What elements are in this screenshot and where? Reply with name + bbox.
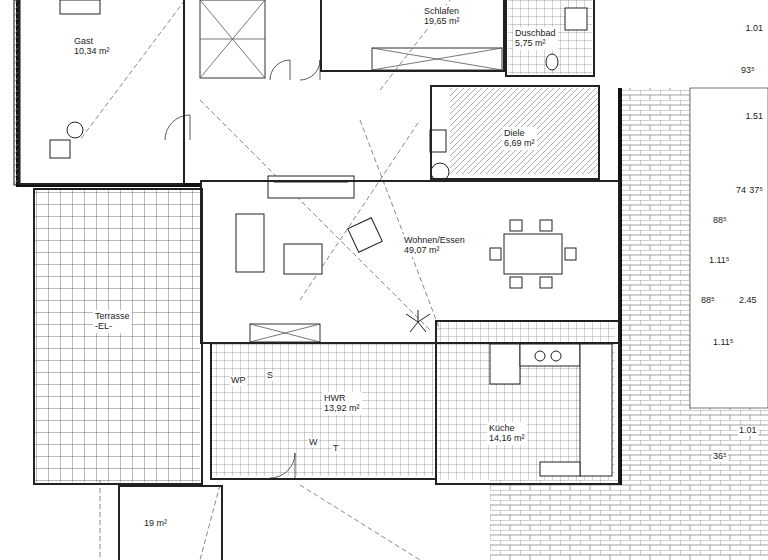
room-area: 5,75 m² bbox=[515, 38, 556, 48]
room-outline: HWR13,92 m² bbox=[210, 342, 437, 480]
room-name: Diele bbox=[504, 128, 535, 138]
plan-drawing bbox=[270, 453, 295, 478]
plan-drawing bbox=[35, 190, 200, 482]
plan-drawing bbox=[508, 0, 592, 74]
plan-drawing bbox=[490, 480, 625, 560]
plan-drawing bbox=[372, 48, 502, 70]
dimension-label: 36⁵ bbox=[712, 452, 728, 462]
plan-drawing bbox=[80, 0, 450, 560]
plan-drawing bbox=[67, 122, 83, 138]
plan-drawing bbox=[540, 220, 552, 231]
room-name: Terrasse bbox=[95, 311, 130, 321]
dimension-label: 1.01 bbox=[738, 426, 758, 436]
room-label: Terrasse-EL- bbox=[93, 310, 132, 333]
room-name: 19 m² bbox=[144, 518, 167, 528]
room-area: 10,34 m² bbox=[74, 46, 110, 56]
room-name: Küche bbox=[489, 423, 525, 433]
room-label: Gast10,34 m² bbox=[72, 35, 112, 58]
plan-drawing bbox=[250, 324, 320, 342]
fixture-label: WP bbox=[230, 376, 247, 386]
dimension-label: 1.11⁵ bbox=[708, 256, 731, 266]
dimension-label: 88⁵ bbox=[700, 296, 716, 306]
room-outline: Terrasse-EL- bbox=[33, 188, 203, 485]
room-outline: Duschbad5,75 m² bbox=[505, 0, 595, 77]
room-label: 19 m² bbox=[142, 517, 169, 529]
room-label: HWR13,92 m² bbox=[322, 392, 362, 415]
plan-drawing bbox=[490, 248, 501, 260]
room-label: Duschbad5,75 m² bbox=[513, 27, 558, 50]
room-area: 6,69 m² bbox=[504, 138, 535, 148]
room-area: 13,92 m² bbox=[324, 403, 360, 413]
room-name: Wohnen/Essen bbox=[404, 235, 465, 245]
room-outline: Gast10,34 m² bbox=[18, 0, 185, 185]
plan-drawing bbox=[546, 54, 558, 70]
room-area: 14,16 m² bbox=[489, 433, 525, 443]
room-area: -EL- bbox=[95, 321, 130, 331]
plan-drawing bbox=[535, 351, 545, 361]
fixture-label: W bbox=[308, 438, 319, 448]
room-area: 19,65 m² bbox=[424, 16, 460, 26]
dimension-label: 1.01 bbox=[744, 24, 764, 34]
room-label: Schlafen19,65 m² bbox=[422, 5, 462, 28]
plan-drawing bbox=[622, 88, 768, 560]
dimension-label: 88⁵ bbox=[712, 216, 728, 226]
dimension-label: 74 bbox=[735, 186, 747, 196]
dimension-label: 37⁵ bbox=[748, 186, 764, 196]
plan-drawing bbox=[565, 248, 576, 260]
plan-drawing bbox=[504, 234, 562, 274]
dimension-label: 93⁵ bbox=[740, 66, 756, 76]
plan-drawing bbox=[60, 0, 100, 14]
plan-drawing bbox=[18, 0, 620, 485]
plan-drawing bbox=[348, 218, 383, 253]
room-outline: Diele6,69 m² bbox=[430, 85, 600, 180]
room-name: Duschbad bbox=[515, 28, 556, 38]
room-label: Diele6,69 m² bbox=[502, 127, 537, 150]
plan-drawing bbox=[580, 344, 612, 476]
plan-drawing bbox=[212, 344, 434, 476]
room-outline: Schlafen19,65 m² bbox=[320, 0, 505, 72]
plan-drawing bbox=[270, 60, 290, 80]
room-name: Gast bbox=[74, 36, 110, 46]
plan-drawing bbox=[520, 344, 580, 366]
room-name: HWR bbox=[324, 393, 360, 403]
plan-drawing bbox=[250, 324, 320, 342]
plan-drawing bbox=[490, 344, 520, 384]
room-label: Küche14,16 m² bbox=[487, 422, 527, 445]
plan-drawing bbox=[430, 130, 446, 152]
dimension-label: 2.45 bbox=[738, 296, 758, 306]
dimension-label: 1.51 bbox=[744, 112, 764, 122]
room-label: Wohnen/Essen49,07 m² bbox=[402, 234, 467, 257]
plan-drawing bbox=[690, 88, 768, 408]
plan-drawing bbox=[540, 462, 580, 476]
plan-drawing bbox=[540, 277, 552, 288]
plan-drawing bbox=[406, 310, 430, 332]
plan-drawing bbox=[284, 244, 322, 274]
plan-drawing bbox=[437, 322, 615, 480]
plan-drawing bbox=[510, 220, 522, 231]
dimension-label: 1.11⁵ bbox=[712, 338, 735, 348]
room-outline: Küche14,16 m² bbox=[435, 320, 620, 485]
room-outline: 19 m² bbox=[118, 485, 223, 560]
room-area: 49,07 m² bbox=[404, 245, 465, 255]
fixture-label: S bbox=[266, 371, 274, 381]
plan-drawing bbox=[300, 60, 320, 80]
fixture-label: T bbox=[332, 444, 340, 454]
plan-drawing bbox=[510, 277, 522, 288]
plan-drawing bbox=[372, 48, 502, 70]
plan-drawing bbox=[200, 0, 265, 78]
plan-drawing bbox=[165, 115, 190, 140]
plan-drawing bbox=[551, 351, 561, 361]
room-name: Schlafen bbox=[424, 6, 460, 16]
plan-drawing bbox=[50, 140, 70, 158]
plan-drawing bbox=[565, 8, 587, 30]
plan-drawing bbox=[236, 214, 264, 272]
plan-drawing bbox=[200, 0, 265, 78]
plan-drawing bbox=[450, 88, 598, 174]
